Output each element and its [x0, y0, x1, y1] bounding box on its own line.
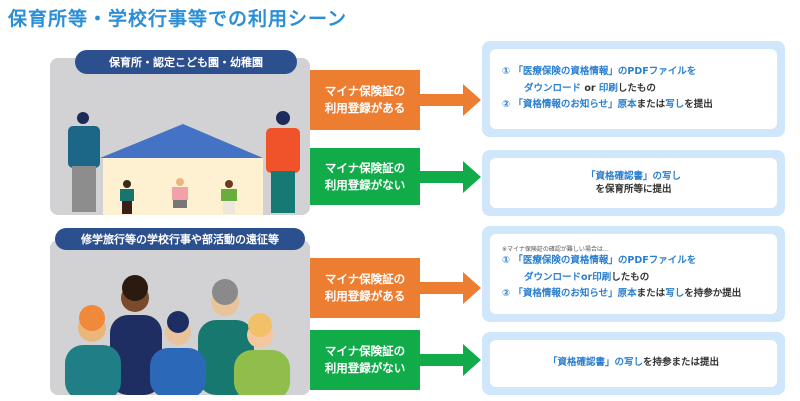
arrow-right-icon — [463, 84, 481, 116]
item-number: ① — [502, 66, 511, 78]
section2-unregistered-result: 「資格確認書」の写しを持参または提出 — [482, 332, 785, 395]
arrow-shaft — [420, 354, 465, 366]
item-number: ② — [502, 99, 511, 111]
condition-text: 利用登録がある — [324, 101, 406, 115]
section1-registered-condition: マイナ保険証の利用登録がある — [310, 70, 420, 130]
item-number: ② — [502, 287, 511, 299]
condition-text: 利用登録がない — [324, 361, 406, 375]
result-text: したもの — [617, 82, 656, 94]
arrow-shaft — [420, 94, 465, 106]
condition-text: マイナ保険証の — [324, 160, 406, 175]
result-text: or — [581, 271, 593, 283]
section1-unregistered-condition: マイナ保険証の利用登録がない — [310, 148, 420, 205]
result-text: 印刷 — [598, 82, 618, 94]
section2-unregistered-condition: マイナ保険証の利用登録がない — [310, 330, 420, 390]
result-text: or — [581, 82, 599, 94]
students-scene-icon — [65, 275, 290, 395]
school-trip-illustration — [50, 240, 310, 395]
result-text: ダウンロード — [524, 82, 582, 94]
arrow-right-icon — [463, 272, 481, 304]
result-text: 「資格確認書」の写し — [547, 357, 643, 369]
section1-unregistered-result: 「資格確認書」の写し を保育所等に提出 — [482, 150, 785, 216]
section2-label: 修学旅行等の学校行事や部活動の遠征等 — [55, 228, 305, 250]
nursery-scene-icon — [68, 111, 300, 215]
arrow-right-icon — [463, 161, 481, 193]
arrow-shaft — [420, 282, 465, 294]
result-text: 「資格情報のお知らせ」原本 — [513, 99, 637, 111]
arrow-shaft — [420, 171, 465, 183]
result-text: 「医療保険の資格情報」のPDFファイルを — [513, 255, 697, 267]
nursery-illustration — [50, 58, 310, 215]
result-text: を持参または提出 — [643, 357, 720, 369]
arrow-right-icon — [463, 344, 481, 376]
result-text: を保育所等に提出 — [595, 184, 672, 195]
condition-text: 利用登録がある — [324, 289, 406, 303]
result-text: 「資格確認書」の写し — [585, 170, 681, 182]
section1-label: 保育所・認定こども園・幼稚園 — [75, 50, 297, 74]
section2-registered-result: ※マイナ保険証の確認が難しい場合は… ① 「医療保険の資格情報」のPDFファイル… — [482, 226, 785, 322]
result-text: を持参か提出 — [684, 287, 742, 299]
section1-registered-result: ① 「医療保険の資格情報」のPDFファイルを ダウンロード or 印刷したもの … — [482, 41, 785, 137]
page-title: 保育所等・学校行事等での利用シーン — [8, 8, 348, 30]
condition-text: 利用登録がない — [324, 177, 406, 192]
condition-text: マイナ保険証の — [324, 344, 406, 359]
section2-registered-condition: マイナ保険証の利用登録がある — [310, 258, 420, 318]
result-text: したもの — [611, 271, 650, 283]
item-number: ① — [502, 255, 511, 267]
result-text: 写し — [665, 287, 685, 299]
result-text: または — [636, 99, 666, 111]
result-text: 「資格情報のお知らせ」原本 — [513, 287, 637, 299]
result-text: または — [636, 287, 666, 299]
note-text: ※マイナ保険証の確認が難しい場合は… — [502, 246, 609, 254]
condition-text: マイナ保険証の — [324, 84, 406, 99]
result-text: 印刷 — [592, 271, 612, 283]
result-text: を提出 — [684, 99, 713, 111]
result-text: ダウンロード — [524, 271, 582, 283]
condition-text: マイナ保険証の — [324, 272, 406, 287]
result-text: 写し — [665, 99, 685, 111]
result-text: 「医療保険の資格情報」のPDFファイルを — [513, 66, 697, 78]
